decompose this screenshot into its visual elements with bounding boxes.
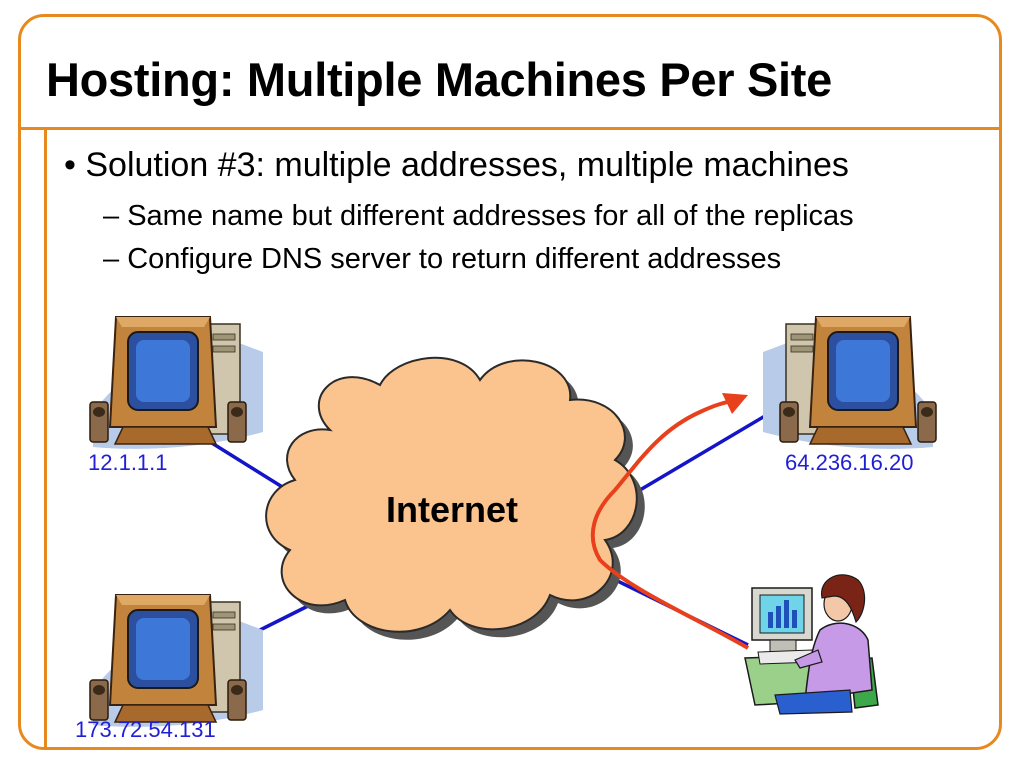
desktop-computer-icon: [763, 317, 936, 449]
user-at-computer-icon: [745, 575, 878, 714]
address-label-3: 173.72.54.131: [75, 717, 216, 743]
desktop-computer-icon: [90, 595, 263, 727]
link-top-right: [640, 410, 775, 490]
desktop-computer-icon: [90, 317, 263, 449]
address-label-1: 12.1.1.1: [88, 450, 168, 476]
cloud-label: Internet: [386, 489, 518, 530]
address-label-2: 64.236.16.20: [785, 450, 913, 476]
